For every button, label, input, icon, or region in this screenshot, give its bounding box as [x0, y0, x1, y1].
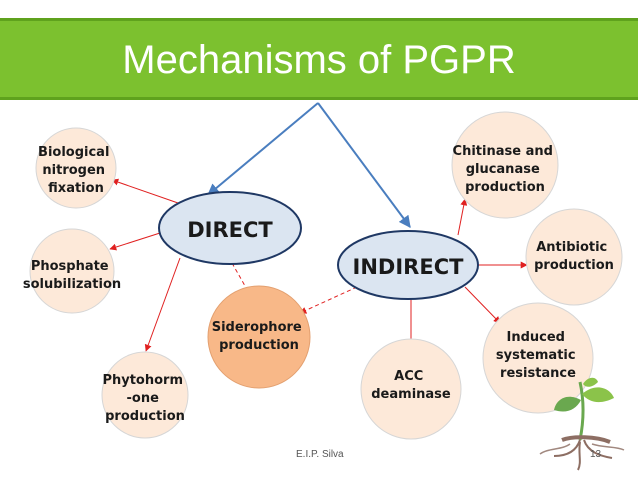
arrow-indirect-to-chitinase	[457, 198, 468, 236]
footer-author: E.I.P. Silva	[296, 449, 344, 460]
arrow-direct-to-phytohormone	[144, 257, 181, 352]
nitrogen-fixation-node: Biological nitrogen fixation	[35, 127, 117, 209]
chitinase-glucanase-node: Chitinase and glucanase production	[451, 111, 559, 219]
phosphate-solubilization-label: Phosphate solubilization	[23, 259, 121, 292]
arrow-title-to-indirect	[317, 102, 411, 228]
acc-deaminase-label: ACC deaminase	[371, 369, 451, 402]
indirect-label: INDIRECT	[353, 255, 465, 279]
induced-resistance-node: Induced systematic resistance	[482, 302, 594, 414]
acc-deaminase-node: ACC deaminase	[360, 338, 462, 440]
title-bar	[0, 18, 638, 100]
sprouting-plant-icon	[539, 377, 625, 471]
arrow-indirect-to-induced	[464, 286, 501, 324]
phytohormone-production-node: Phytohorm -one production	[101, 351, 189, 439]
antibiotic-production-label: Antibiotic production	[534, 240, 614, 273]
antibiotic-production-node: Antibiotic production	[525, 208, 623, 306]
nitrogen-fixation-label: Biological nitrogen fixation	[38, 145, 114, 196]
induced-resistance-label: Induced systematic resistance	[496, 330, 580, 381]
arrow-direct-to-nitrogen	[111, 178, 179, 204]
direct-node: DIRECT	[158, 191, 302, 265]
slide-title: Mechanisms of PGPR	[122, 38, 516, 82]
arrow-indirect-to-siderophore	[299, 286, 358, 314]
chitinase-glucanase-label: Chitinase and glucanase production	[453, 144, 558, 195]
arrows	[109, 102, 528, 352]
arrow-title-to-direct	[207, 102, 319, 196]
siderophore-production-node: Siderophore production	[207, 285, 311, 389]
arrow-direct-to-phosphate	[109, 232, 161, 251]
siderophore-production-label: Siderophore production	[212, 320, 307, 353]
indirect-node: INDIRECT	[337, 230, 479, 300]
page-number: 13	[590, 449, 602, 460]
direct-label: DIRECT	[187, 218, 273, 242]
phytohormone-production-label: Phytohorm -one production	[102, 373, 187, 424]
phosphate-solubilization-node: Phosphate solubilization	[23, 228, 121, 314]
